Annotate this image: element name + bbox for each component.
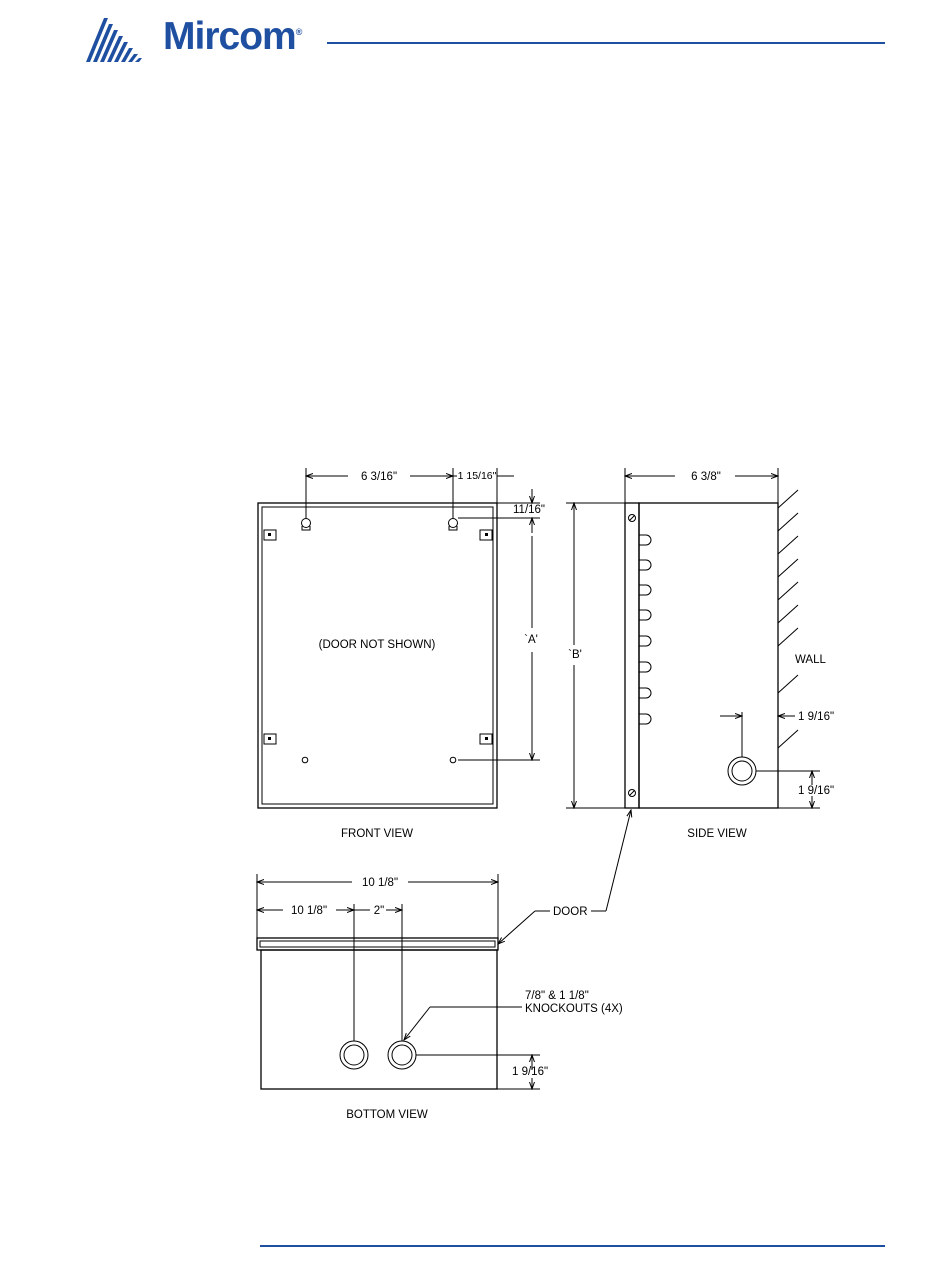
mounting-hole-right	[450, 757, 456, 763]
dim-hole-from-top: 11/16"	[513, 504, 545, 516]
front-view-outline	[258, 503, 497, 808]
wall-hatching	[778, 490, 798, 748]
knockouts-label-line-1: 7/8" & 1 1/8"	[525, 990, 589, 1002]
dim-knockout-height: 1 9/16"	[512, 1066, 548, 1078]
front-view-caption: FRONT VIEW	[341, 828, 413, 840]
dim-hole-to-edge: 1 15/16"	[458, 470, 497, 482]
dim-knockout-spacing: 2"	[374, 905, 384, 917]
door-screw-top	[629, 515, 636, 522]
dim-ko-from-wall: 1 9/16"	[798, 711, 834, 723]
bottom-knockout-right	[388, 1041, 416, 1069]
vent-louvers	[639, 535, 651, 724]
keyhole-slot-left	[302, 512, 311, 530]
door-label: DOOR	[553, 906, 588, 918]
side-view-caption: SIDE VIEW	[687, 828, 747, 840]
front-view: (DOOR NOT SHOWN) FRONT VIEW 6 3/16" 1 15…	[258, 468, 545, 840]
knockouts-label-line-2: KNOCKOUTS (4X)	[525, 1003, 623, 1015]
hinge-bracket-top-right	[480, 530, 492, 540]
side-knockout	[728, 757, 756, 785]
bottom-knockout-left	[340, 1041, 368, 1069]
bottom-view: BOTTOM VIEW 10 1/8" 10 1/8" 2" DOOR 7/8"…	[257, 810, 631, 1121]
hinge-bracket-top-left	[264, 530, 276, 540]
bottom-view-door	[257, 938, 498, 950]
dim-a: `A'	[524, 634, 538, 646]
wall-label: WALL	[795, 654, 826, 666]
side-view-body	[639, 503, 778, 808]
side-view-door-edge	[625, 503, 639, 808]
door-screw-bottom	[629, 790, 636, 797]
dim-depth: 6 3/8"	[691, 471, 721, 483]
keyhole-slot-right	[449, 512, 458, 530]
door-not-shown-note: (DOOR NOT SHOWN)	[319, 639, 436, 651]
bottom-view-door-inner	[260, 941, 495, 947]
bottom-view-caption: BOTTOM VIEW	[346, 1109, 428, 1121]
dim-ko-from-bottom: 1 9/16"	[798, 785, 834, 797]
bottom-view-body	[261, 950, 497, 1089]
dim-b: `B'	[568, 649, 582, 661]
hinge-bracket-bottom-left	[264, 734, 276, 744]
dim-overall-width: 10 1/8"	[362, 877, 398, 889]
mounting-hole-left	[302, 757, 308, 763]
dim-hole-spacing: 6 3/16"	[361, 471, 397, 483]
dim-knockout-offset: 10 1/8"	[291, 905, 327, 917]
hinge-bracket-bottom-right	[480, 734, 492, 744]
side-view: WALL SIDE VIEW 6 3/8" `B' 1 9/16" 1 9/16…	[566, 468, 834, 840]
footer-rule	[260, 1245, 885, 1247]
front-view-inner-outline	[262, 507, 493, 804]
